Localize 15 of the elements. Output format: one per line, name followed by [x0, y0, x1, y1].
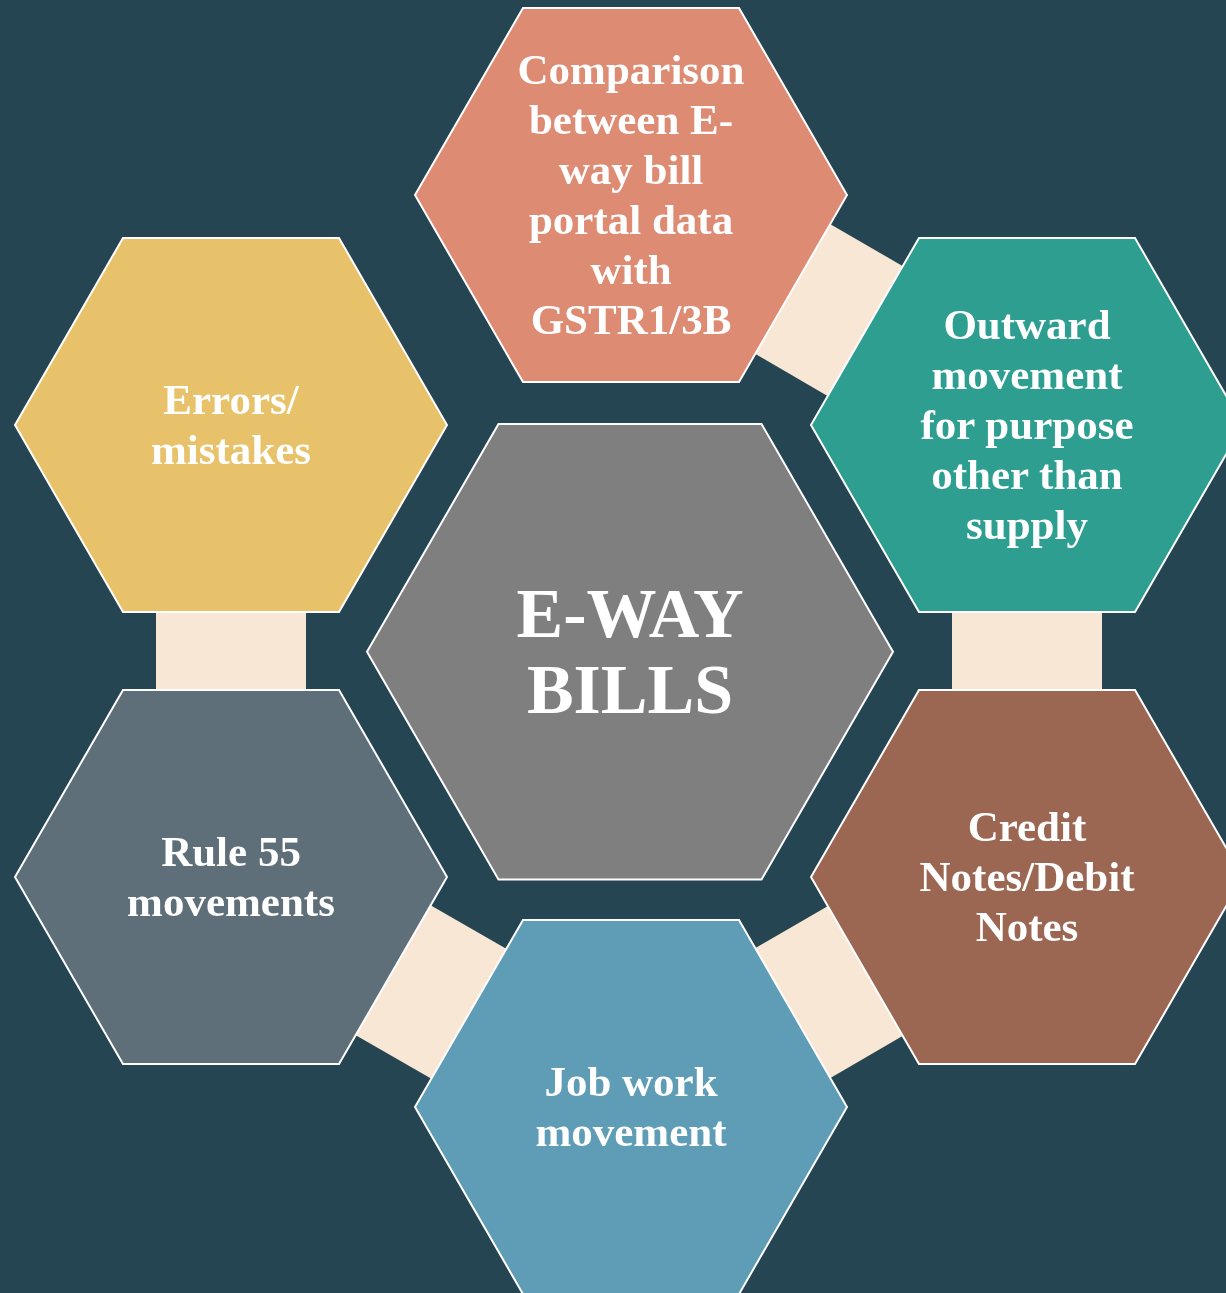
- hexagon: [811, 238, 1226, 613]
- hexagon-label: Job work movement: [534, 1057, 728, 1158]
- connector-band: [355, 905, 507, 1079]
- hexagon-label: Outward movement for purpose other than supply: [919, 300, 1135, 551]
- center-title: E-WAY BILLS: [515, 575, 745, 728]
- hexagon-label: Comparison between E-way bill portal data with GSTR1/3B: [516, 45, 746, 346]
- hexagon-label: Credit Notes/Debit Notes: [918, 802, 1136, 953]
- hexagon: [415, 8, 847, 383]
- hexagon-label: Errors/ mistakes: [149, 375, 313, 476]
- hexagon: [15, 690, 447, 1065]
- hexagon: [415, 920, 847, 1293]
- hexagon: [15, 238, 447, 613]
- hexagon: [367, 424, 893, 880]
- hexagon: [811, 690, 1226, 1065]
- hexagon-label: Rule 55 movements: [126, 827, 336, 928]
